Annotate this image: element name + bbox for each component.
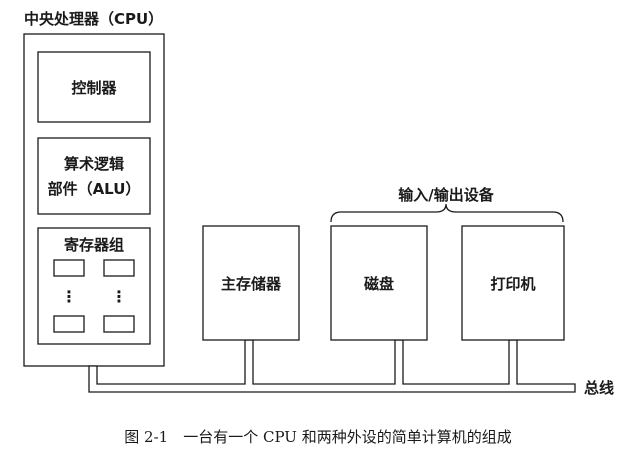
printer-label: 打印机 xyxy=(490,275,535,293)
register-cell xyxy=(103,315,135,333)
register-ellipsis: ⋮ xyxy=(111,287,127,306)
main-memory-label: 主存储器 xyxy=(221,275,282,293)
io-group-bracket xyxy=(330,203,564,223)
io-group-label: 输入/输出设备 xyxy=(398,186,494,204)
register-cell xyxy=(103,259,135,277)
printer-box xyxy=(461,225,565,341)
register-cell xyxy=(53,315,85,333)
register-group-label: 寄存器组 xyxy=(64,236,124,254)
alu-label-line2: 部件（ALU） xyxy=(48,180,141,198)
register-cell xyxy=(53,259,85,277)
alu-label-line1: 算术逻辑 xyxy=(64,155,124,173)
main-memory-box xyxy=(202,225,300,341)
disk-label: 磁盘 xyxy=(364,275,394,293)
figure-caption: 图 2-1 一台有一个 CPU 和两种外设的简单计算机的组成 xyxy=(124,428,511,446)
register-ellipsis: ⋮ xyxy=(61,287,77,306)
controller-label: 控制器 xyxy=(71,79,117,97)
disk-box xyxy=(330,225,428,341)
bus-label: 总线 xyxy=(584,379,614,397)
alu-box xyxy=(37,137,151,215)
cpu-title: 中央处理器（CPU） xyxy=(24,10,163,28)
controller-box xyxy=(37,51,151,123)
